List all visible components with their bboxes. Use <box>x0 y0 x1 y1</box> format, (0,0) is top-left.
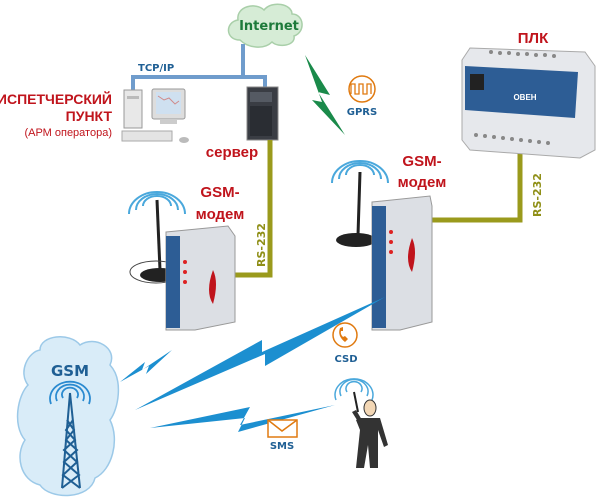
wireless-link-left-modem <box>120 350 172 382</box>
tcpip-label: TCP/IP <box>138 63 174 74</box>
rs232-cable-left <box>234 140 273 278</box>
right-modem-label-line1: GSM- <box>402 153 441 170</box>
dispatch-label-line1: ДИСПЕТЧЕРСКИЙ <box>0 90 112 107</box>
csd-phone-icon <box>332 322 358 348</box>
left-gsm-modem-icon <box>165 225 236 331</box>
sms-envelope-icon <box>267 419 298 438</box>
left-signal-waves-icon <box>128 191 186 215</box>
plc-label: ПЛК <box>518 30 549 47</box>
rs232-cable-right <box>430 152 523 223</box>
right-modem-label-line2: модем <box>398 174 447 191</box>
operator-workstation-icon <box>121 88 189 143</box>
gsm-label: GSM <box>51 362 89 380</box>
left-modem-label-line1: GSM- <box>200 184 239 201</box>
sms-label: SMS <box>270 441 294 452</box>
wireless-link-right-modem <box>135 297 385 410</box>
left-modem-label-line2: модем <box>196 206 245 223</box>
right-signal-waves-icon <box>331 160 389 184</box>
right-gsm-modem-icon <box>371 195 433 331</box>
right-modem-antenna-icon <box>336 171 376 247</box>
internet-label: Internet <box>239 19 299 34</box>
plc-device-icon: ОВЕН <box>461 47 596 159</box>
gprs-lightning-icon <box>305 55 345 135</box>
wireless-link-phone <box>150 405 335 432</box>
internet-cloud: Internet <box>227 3 303 48</box>
person-mobile-user-icon <box>334 378 388 468</box>
gprs-signal-icon <box>348 75 376 103</box>
csd-label: CSD <box>334 354 357 365</box>
dispatch-label-line2: ПУНКТ <box>66 108 113 124</box>
server-icon <box>246 86 279 141</box>
plc-brand-logo: ОВЕН <box>513 93 536 102</box>
tcpip-network-lines <box>131 44 267 92</box>
server-label: сервер <box>206 144 258 161</box>
dispatch-label-line3: (АРМ оператора) <box>24 127 112 139</box>
cell-tower-icon <box>49 380 91 489</box>
rs232-label-left: RS-232 <box>255 223 268 267</box>
rs232-label-right: RS-232 <box>531 173 544 217</box>
gprs-label: GPRS <box>347 107 377 118</box>
